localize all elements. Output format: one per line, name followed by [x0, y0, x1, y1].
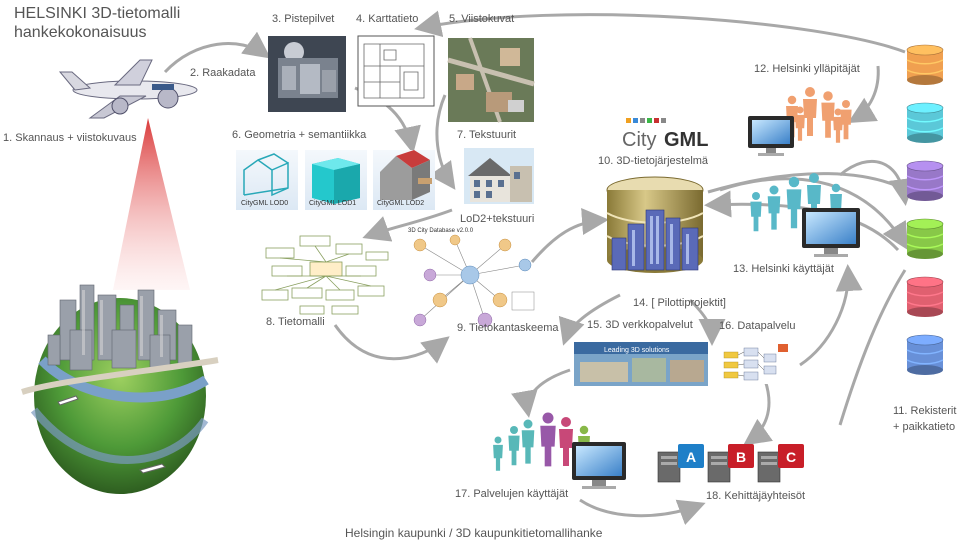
- step-9-label: 9. Tietokantaskeema: [457, 322, 559, 334]
- server-letter: B: [736, 449, 746, 465]
- footer-text: Helsingin kaupunki / 3D kaupunkitietomal…: [345, 526, 603, 540]
- step-11-label-line1: 11. Rekisterit: [893, 405, 957, 417]
- server-icon: B: [707, 444, 754, 483]
- admins-people-icon: [786, 87, 852, 143]
- lod1-caption: CityGML LOD1: [309, 200, 357, 207]
- person-icon: [807, 173, 821, 222]
- person-icon: [559, 417, 573, 466]
- citygml-gml-text: GML: [664, 129, 708, 151]
- step-16-label: 16. Datapalvelu: [719, 320, 796, 332]
- web-banner-text: Leading 3D solutions: [604, 347, 670, 354]
- person-icon: [795, 106, 805, 141]
- register-database-icon: [906, 44, 944, 85]
- person-icon: [521, 419, 535, 464]
- central-database-icon: [606, 176, 704, 273]
- register-database-icon: [906, 334, 944, 375]
- step-7-label: 7. Tekstuurit: [457, 129, 517, 141]
- register-database-icon: [906, 160, 944, 201]
- lod1-image: [305, 150, 367, 210]
- register-database-icon: [906, 218, 944, 259]
- person-icon: [493, 436, 503, 471]
- step-8-label: 8. Tietomalli: [266, 316, 325, 328]
- page-title-line2: hankekokonaisuus: [14, 24, 147, 41]
- web-services-screenshot: Leading 3D solutions: [574, 342, 708, 386]
- person-icon: [750, 192, 762, 232]
- person-icon: [540, 412, 556, 467]
- data-service-diagram: [722, 344, 790, 384]
- step-1-label: 1. Skannaus + viistokuvaus: [3, 132, 137, 144]
- step-6-label: 6. Geometria + semantiikka: [232, 129, 367, 141]
- db-schema-diagram: [413, 234, 535, 328]
- step-5-label: 5. Viistokuvat: [449, 13, 515, 25]
- server-icon: A: [657, 444, 704, 483]
- map-data-image: [357, 35, 435, 107]
- step-12-label: 12. Helsinki ylläpitäjät: [754, 63, 860, 75]
- step-4-label: 4. Karttatieto: [356, 13, 419, 25]
- person-icon: [821, 91, 835, 138]
- person-icon: [833, 108, 843, 143]
- citygml-logo: City GML: [622, 118, 708, 151]
- oblique-photo-image: [447, 37, 535, 123]
- data-model-diagram: [261, 235, 389, 315]
- admin-monitor-icon: [748, 116, 794, 156]
- lod2-image: [373, 150, 435, 210]
- developer-servers-icon: A B C: [657, 444, 804, 483]
- step-15-label: 15. 3D verkkopalvelut: [587, 319, 693, 331]
- server-icon: C: [757, 444, 804, 483]
- step-14-label: 14. [ Pilottiprojektit]: [633, 297, 726, 309]
- schema-title-text: 3D City Database v2.0.0: [408, 228, 474, 234]
- point-cloud-image: [268, 36, 346, 112]
- step-2-label: 2. Raakadata: [190, 67, 256, 79]
- person-icon: [508, 426, 520, 466]
- airplane-icon: [58, 59, 198, 119]
- scan-beam: [113, 118, 190, 290]
- lod2-caption: CityGML LOD2: [377, 200, 425, 207]
- register-database-icon: [906, 276, 944, 317]
- flow-arrows: [163, 10, 911, 526]
- person-icon: [767, 185, 781, 230]
- textured-building-image: [464, 148, 534, 204]
- register-databases: [906, 44, 944, 375]
- step-18-label: 18. Kehittäjäyhteisöt: [706, 490, 806, 502]
- service-users-monitor-icon: [572, 442, 626, 489]
- globe-city-icon: [21, 284, 219, 494]
- person-icon: [803, 87, 817, 136]
- lod2-textured-label: LoD2+tekstuuri: [460, 213, 535, 225]
- page-title-line1: HELSINKI 3D-tietomalli: [14, 5, 181, 22]
- server-letter: A: [686, 449, 696, 465]
- server-letter: C: [786, 449, 796, 465]
- lod0-image: [236, 150, 298, 210]
- step-17-label: 17. Palvelujen käyttäjät: [455, 488, 569, 500]
- page-title: HELSINKI 3D-tietomalli hankekokonaisuus: [14, 4, 180, 42]
- step-11-label-line2: + paikkatieto: [893, 421, 956, 433]
- users-monitor-icon: [802, 208, 860, 257]
- step-10-label: 10. 3D-tietojärjestelmä: [598, 155, 709, 167]
- citygml-city-text: City: [622, 129, 656, 151]
- person-icon: [840, 100, 852, 140]
- person-icon: [786, 176, 802, 229]
- lod0-caption: CityGML LOD0: [241, 200, 289, 207]
- step-3-label: 3. Pistepilvet: [272, 13, 335, 25]
- register-database-icon: [906, 102, 944, 143]
- step-13-label: 13. Helsinki käyttäjät: [733, 263, 834, 275]
